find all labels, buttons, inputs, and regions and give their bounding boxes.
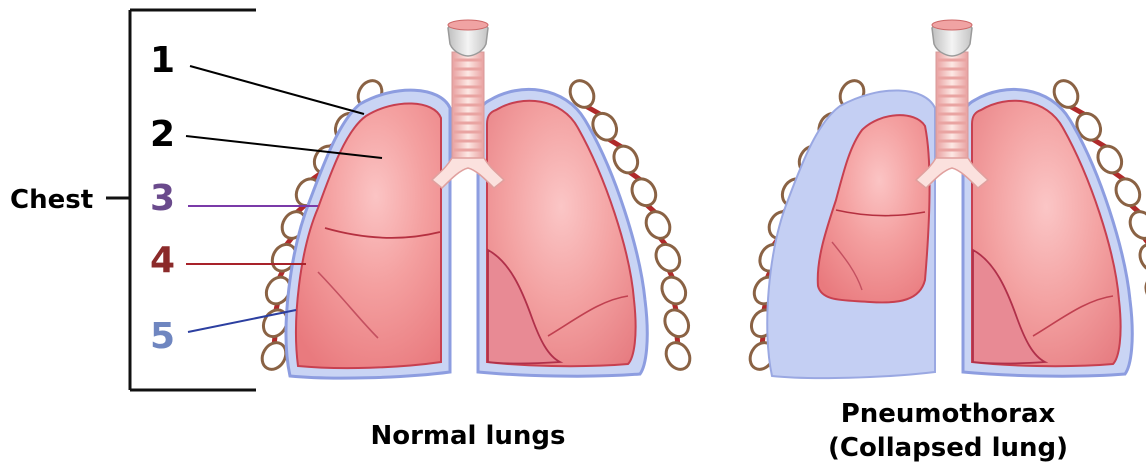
normal-right-rib xyxy=(661,338,694,373)
pneumo-right-rib xyxy=(1093,142,1126,177)
caption-collapsed-lung: (Collapsed lung) xyxy=(828,433,1068,463)
normal-right-rib xyxy=(609,142,642,177)
caption-pneumothorax: Pneumothorax xyxy=(841,399,1056,429)
pneumo-right-rib xyxy=(1141,273,1146,308)
chest-bracket xyxy=(106,10,256,390)
leader-line-1 xyxy=(190,66,364,114)
label-1: 1 xyxy=(150,40,175,81)
label-5: 5 xyxy=(150,316,175,357)
normal-right-rib xyxy=(657,273,690,308)
normal-right-rib xyxy=(651,240,684,275)
label-3: 3 xyxy=(150,178,175,219)
normal-lungs xyxy=(257,20,694,378)
pneumo-right-rib xyxy=(1125,207,1146,242)
normal-right-rib xyxy=(627,175,660,210)
normal-right-rib xyxy=(660,306,693,341)
caption-normal: Normal lungs xyxy=(370,421,565,451)
pneumo-right-rib xyxy=(1111,175,1144,210)
label-4: 4 xyxy=(150,240,175,281)
larynx-p xyxy=(932,20,972,56)
label-chest: Chest xyxy=(10,185,93,215)
pneumothorax-lungs xyxy=(745,20,1146,378)
larynx xyxy=(448,20,488,56)
label-2: 2 xyxy=(150,114,175,155)
normal-right-rib xyxy=(641,207,674,242)
pneumo-right-rib xyxy=(1135,240,1146,275)
